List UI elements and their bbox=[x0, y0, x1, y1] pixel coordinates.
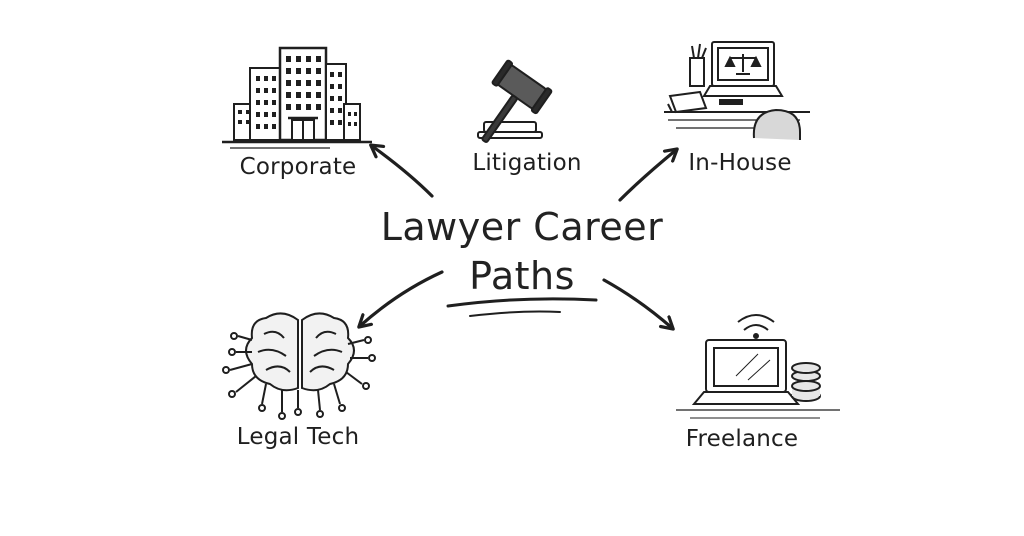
arrow-to-freelance bbox=[602, 278, 675, 331]
circuit-brain-icon bbox=[222, 312, 376, 420]
node-label-corporate: Corporate bbox=[239, 154, 357, 180]
arrow-to-corporate bbox=[369, 143, 434, 198]
arrow-to-inhouse bbox=[618, 147, 679, 202]
office-building-icon bbox=[222, 46, 372, 149]
node-label-litigation: Litigation bbox=[472, 150, 582, 176]
node-label-freelance: Freelance bbox=[685, 426, 799, 452]
arrow-to-legaltech bbox=[357, 270, 444, 329]
laptop-wifi-coins-icon bbox=[676, 314, 840, 419]
diagram-title-line-1: Lawyer Career bbox=[380, 205, 664, 249]
desk-laptop-scales-icon bbox=[664, 41, 810, 140]
title-underline bbox=[446, 297, 598, 317]
diagram-title-line-2: Paths bbox=[469, 254, 575, 298]
gavel-icon bbox=[477, 59, 553, 143]
node-label-in-house: In-House bbox=[688, 150, 792, 176]
node-label-legal-tech: Legal Tech bbox=[236, 424, 360, 450]
